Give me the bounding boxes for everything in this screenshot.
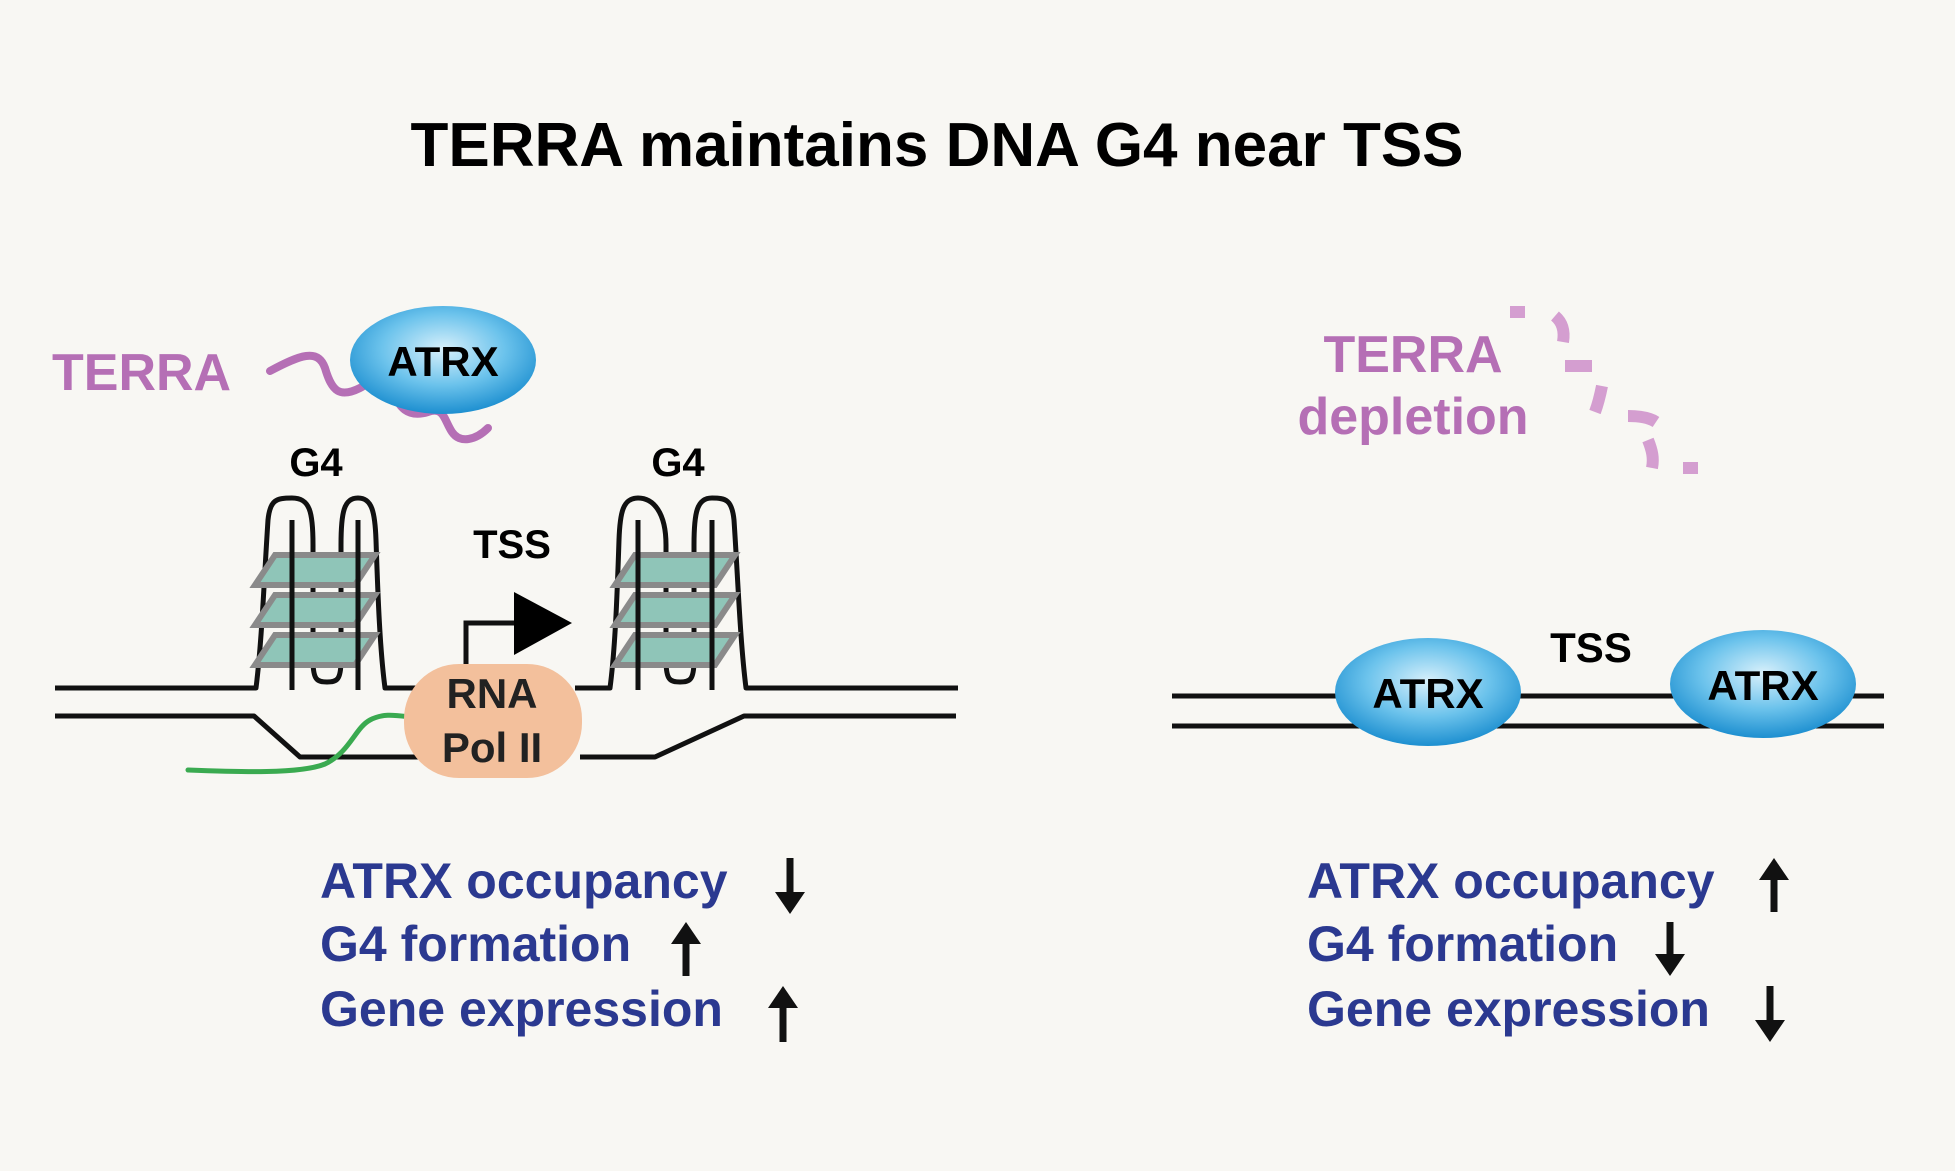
down-arrow-icon bbox=[775, 858, 805, 914]
right-effect-g4-formation: G4 formation bbox=[1307, 916, 1618, 972]
left-effect-atrx-occupancy: ATRX occupancy bbox=[320, 853, 728, 909]
up-arrow-icon bbox=[1759, 858, 1789, 912]
tss-arrow bbox=[463, 620, 520, 668]
right-effect-gene-expression: Gene expression bbox=[1307, 981, 1710, 1037]
dna-bottom-strand bbox=[55, 713, 420, 760]
rna-transcript bbox=[185, 712, 423, 775]
atrx-label-1: ATRX bbox=[1372, 670, 1483, 717]
up-arrow-icon bbox=[768, 986, 798, 1042]
down-arrow-icon bbox=[1755, 986, 1785, 1042]
left-panel: TERRA ATRX G4 G4 TSS bbox=[52, 306, 958, 1042]
dna-top-strand bbox=[55, 495, 425, 691]
right-effect-atrx-occupancy: ATRX occupancy bbox=[1307, 853, 1715, 909]
terra-depletion-line2: depletion bbox=[1297, 388, 1528, 446]
pol-label-line2: Pol II bbox=[442, 724, 542, 771]
atrx-protein bbox=[350, 306, 536, 414]
g4-quadruplex-right bbox=[609, 520, 741, 690]
terra-depletion-line1: TERRA bbox=[1323, 326, 1502, 384]
g4-label-right: G4 bbox=[651, 441, 705, 485]
g4-label-left: G4 bbox=[289, 441, 343, 485]
rna-pol-ii bbox=[404, 664, 582, 778]
terra-label: TERRA bbox=[52, 344, 231, 402]
atrx-protein-1 bbox=[1335, 638, 1521, 746]
tss-label-right: TSS bbox=[1550, 624, 1632, 671]
left-effect-g4-formation: G4 formation bbox=[320, 916, 631, 972]
right-panel: TERRA depletion TSS ATRX ATRX ATRX occup… bbox=[1172, 306, 1884, 1042]
degraded-terra-fragments bbox=[1510, 306, 1698, 474]
tss-arrowhead bbox=[514, 592, 572, 655]
down-arrow-icon bbox=[1655, 922, 1685, 976]
page-title: TERRA maintains DNA G4 near TSS bbox=[410, 111, 1463, 180]
dna-bottom-strand-right bbox=[580, 713, 956, 760]
tss-label: TSS bbox=[473, 523, 551, 567]
up-arrow-icon bbox=[671, 922, 701, 976]
atrx-label-2: ATRX bbox=[1707, 662, 1818, 709]
pol-label-line1: RNA bbox=[447, 670, 538, 717]
left-effect-gene-expression: Gene expression bbox=[320, 981, 723, 1037]
atrx-protein-2 bbox=[1670, 630, 1856, 738]
g4-quadruplex-left bbox=[249, 520, 381, 690]
dna-top-strand-right bbox=[575, 495, 958, 691]
atrx-label: ATRX bbox=[387, 338, 498, 385]
